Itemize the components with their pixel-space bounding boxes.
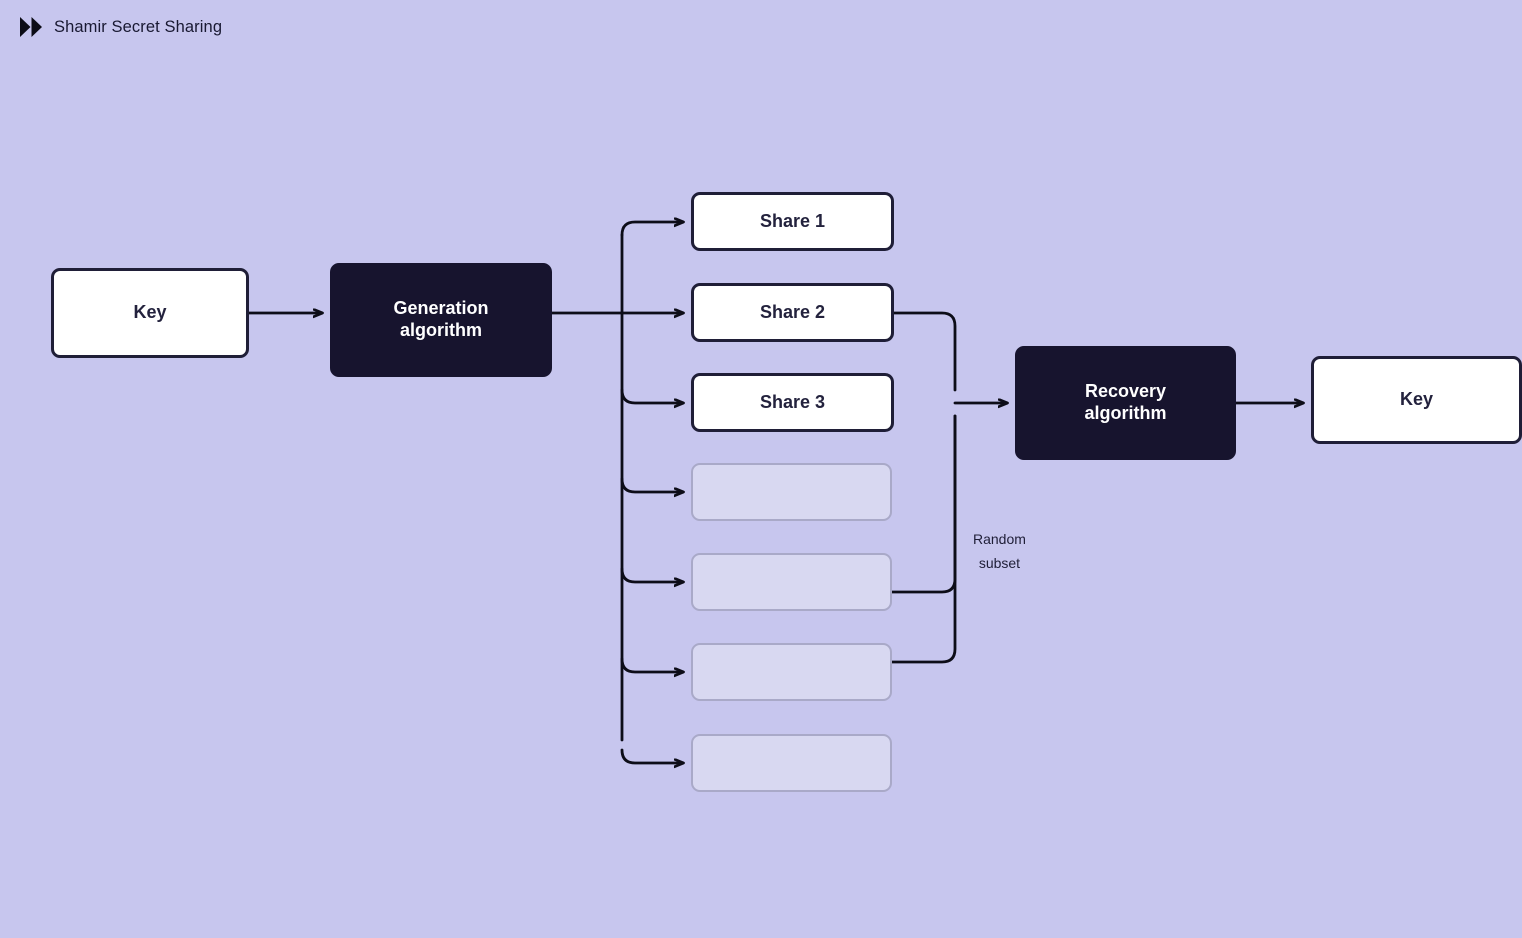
- app-titlebar: Shamir Secret Sharing: [18, 14, 222, 40]
- edge-share-2-to-merge: [892, 311, 957, 392]
- node-share-4-empty[interactable]: [691, 463, 892, 521]
- edge-share-6-to-merge: [890, 414, 957, 664]
- node-generation-algorithm[interactable]: Generation algorithm: [330, 263, 552, 377]
- node-key-output[interactable]: Key: [1311, 356, 1522, 444]
- node-recovery-algorithm[interactable]: Recovery algorithm: [1015, 346, 1236, 460]
- node-label: Share 2: [759, 301, 826, 322]
- node-label: Key: [133, 302, 167, 323]
- node-label: Share 3: [759, 391, 826, 412]
- edge-fanout-to-share-6: [620, 657, 683, 672]
- page-title: Shamir Secret Sharing: [54, 17, 223, 36]
- node-share-6-empty[interactable]: [691, 643, 892, 701]
- node-share-3[interactable]: Share 3: [691, 373, 894, 432]
- node-share-7-empty[interactable]: [691, 734, 892, 792]
- double-chevron-right-icon: [20, 17, 42, 37]
- node-label: Generation algorithm: [393, 298, 489, 340]
- edge-fanout-to-share-4: [620, 477, 683, 492]
- edge-label-random-subset: Random subset: [973, 531, 1026, 571]
- node-label: Key: [1399, 389, 1434, 410]
- edge-fanout-to-share-5: [620, 567, 683, 582]
- edge-fanout-to-share-1: [620, 222, 683, 237]
- node-share-1[interactable]: Share 1: [691, 192, 894, 251]
- node-label: Share 1: [759, 210, 826, 231]
- node-share-5-empty[interactable]: [691, 553, 892, 611]
- node-share-2[interactable]: Share 2: [691, 283, 894, 342]
- edge-fanout-to-share-7: [620, 748, 683, 763]
- node-label: Recovery algorithm: [1084, 381, 1167, 423]
- edge-fanout-to-share-3: [620, 388, 683, 403]
- node-key-input[interactable]: Key: [51, 268, 249, 358]
- edge-share-5-to-merge: [890, 414, 957, 594]
